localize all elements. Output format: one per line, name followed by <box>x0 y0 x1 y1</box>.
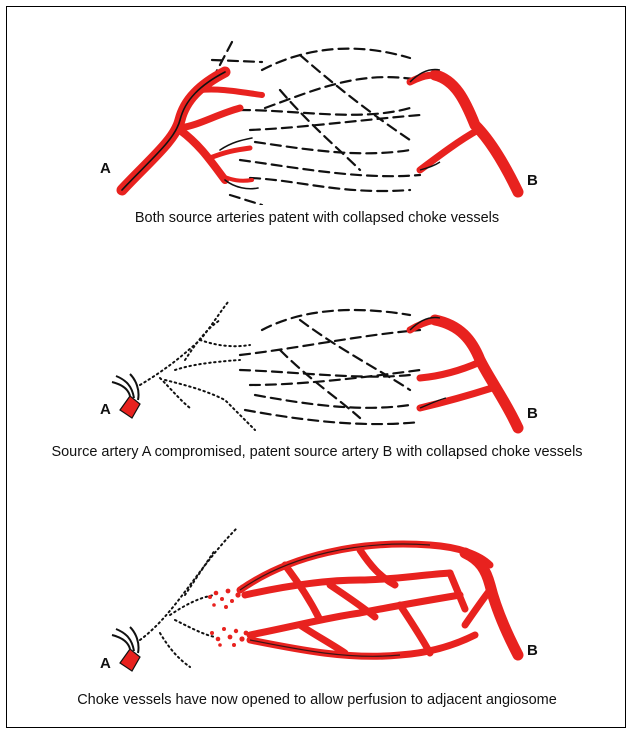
collapsed-choke-vessels <box>240 310 420 424</box>
panel-2-label-a: A <box>100 401 111 418</box>
panel-2-label-b: B <box>527 405 538 422</box>
opened-choke-vessels <box>240 544 490 656</box>
compromised-artery-a <box>140 302 255 430</box>
source-artery-b <box>410 75 518 192</box>
ligated-stump-a <box>112 627 140 671</box>
panel-3-caption: Choke vessels have now opened to allow p… <box>0 692 634 708</box>
panel-2-diagram <box>0 300 634 440</box>
source-artery-b <box>410 320 518 428</box>
panel-3-diagram <box>0 525 634 685</box>
panel-1-label-a: A <box>100 160 111 177</box>
panel-1-label-b: B <box>527 172 538 189</box>
panel-1-caption: Both source arteries patent with collaps… <box>0 210 634 226</box>
compromised-artery-a <box>140 527 238 667</box>
panel-1-diagram <box>0 30 634 205</box>
source-artery-a <box>122 72 262 190</box>
panel-3-label-b: B <box>527 642 538 659</box>
ligated-stump-a <box>112 374 140 418</box>
panel-3-label-a: A <box>100 655 111 672</box>
panel-2-caption: Source artery A compromised, patent sour… <box>0 444 634 460</box>
